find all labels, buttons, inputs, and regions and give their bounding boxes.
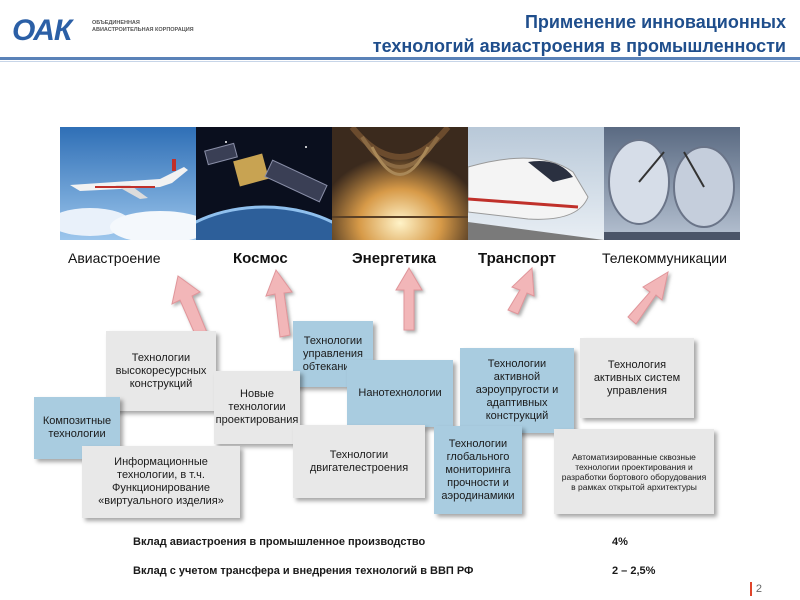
stat-label-gdp: Вклад с учетом трансфера и внедрения тех…: [133, 565, 474, 577]
tech-high-resource: Технологии высокоресурсных конструкций: [106, 331, 216, 411]
tech-nano: Нанотехнологии: [347, 360, 453, 427]
category-energy: Энергетика: [352, 250, 437, 267]
category-aviation: Авиастроение: [68, 250, 161, 266]
stat-value-industry: 4%: [612, 536, 628, 548]
turbine-photo: [332, 127, 468, 240]
title-line-2: технологий авиастроения в промышленности: [372, 36, 786, 56]
solar-dish-photo: [604, 127, 740, 240]
arrow-space: [265, 268, 293, 338]
tech-new-design: Новые технологии проектирования: [214, 371, 300, 444]
tech-automated-design: Автоматизированные сквозные технологии п…: [554, 429, 714, 514]
page-number-marker: [750, 582, 752, 596]
tech-composite: Композитные технологии: [34, 397, 120, 459]
stat-value-gdp: 2 – 2,5%: [612, 565, 656, 577]
arrow-energy: [395, 267, 423, 331]
tech-engine: Технологии двигателестроения: [293, 425, 425, 498]
tech-info: Информационные технологии, в т.ч. Функци…: [82, 446, 240, 518]
satellite-photo: [196, 127, 332, 240]
title-line-1: Применение инновационных: [524, 12, 786, 32]
stat-label-industry: Вклад авиастроения в промышленное произв…: [133, 536, 426, 548]
category-space: Космос: [233, 250, 288, 267]
category-transport: Транспорт: [478, 250, 557, 267]
airplane-photo: [60, 127, 196, 240]
tech-aeroelastic: Технологии активной аэроупругости и адап…: [460, 348, 574, 433]
logo-text: ОАК: [12, 14, 72, 47]
category-telecom: Телекоммуникации: [602, 250, 727, 266]
tech-active-control: Технология активных систем управления: [580, 338, 694, 418]
train-photo: [468, 127, 604, 240]
arrow-telecom: [627, 270, 669, 325]
page-number: 2: [755, 583, 762, 595]
title-underline-thin: [0, 61, 800, 62]
slide-title: Применение инновационных технологий авиа…: [226, 10, 786, 58]
title-underline: [0, 57, 800, 60]
logo-subtitle: ОБЪЕДИНЕННАЯ АВИАСТРОИТЕЛЬНАЯ КОРПОРАЦИЯ: [92, 20, 194, 33]
oak-logo: ОАК ОБЪЕДИНЕННАЯ АВИАСТРОИТЕЛЬНАЯ КОРПОР…: [12, 12, 202, 48]
arrow-transport: [507, 266, 535, 315]
tech-monitoring: Технологии глобального мониторинга прочн…: [434, 426, 522, 514]
